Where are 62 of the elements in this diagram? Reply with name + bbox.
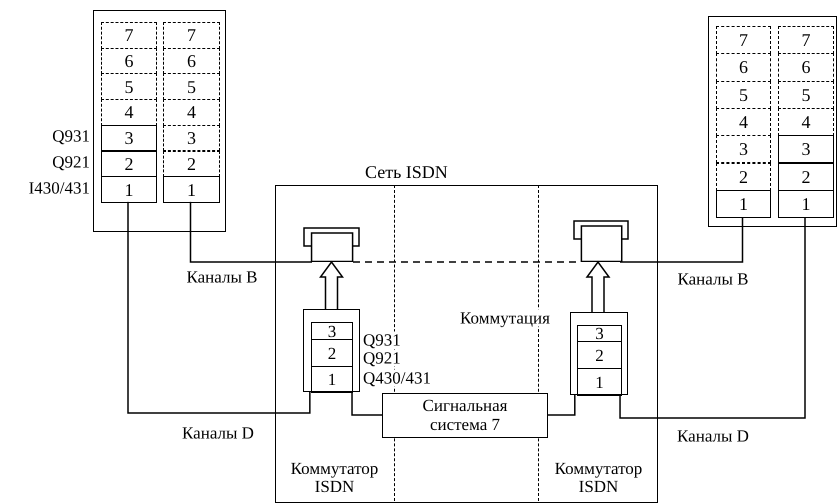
connector-line (190, 202, 312, 263)
layer-cell: 2 (716, 162, 771, 191)
layer-cell: 4 (101, 99, 157, 126)
protocol-label: Q430/431 (363, 370, 431, 386)
process-label: Коммутация (458, 310, 552, 326)
layer-cell: 6 (101, 48, 157, 74)
connector-line (620, 217, 744, 263)
protocol-stack (303, 309, 360, 392)
protocol-label: Q931 (52, 128, 90, 144)
network-title: Сеть ISDN (365, 163, 448, 181)
layer-cell: 2 (311, 339, 353, 367)
layer-cell: 6 (163, 48, 220, 74)
layer-cell: 1 (716, 190, 771, 218)
layer-cell: 3 (163, 124, 220, 152)
layer-cell: 5 (716, 80, 771, 109)
layer-cell: 2 (778, 162, 834, 191)
protocol-label: I430/431 (28, 180, 90, 196)
layer-cell: 6 (716, 53, 771, 82)
connector-line (127, 202, 311, 414)
connector-line (351, 392, 382, 416)
layer-cell: 1 (778, 190, 834, 218)
layer-cell: 1 (101, 176, 157, 203)
layer-cell: 3 (311, 322, 353, 340)
layer-cell: 2 (577, 341, 622, 369)
layer-cell: 6 (778, 53, 834, 82)
layer-cell: 3 (101, 124, 157, 152)
connector-line (353, 261, 578, 263)
connector-line (619, 217, 806, 419)
switch-label: Коммутатор ISDN (290, 460, 380, 497)
layer-cell: 7 (778, 26, 834, 54)
layer-cell: 5 (163, 73, 220, 100)
protocol-label: Q921 (52, 154, 90, 170)
connector-line (548, 395, 576, 416)
edge-label: Каналы B (184, 268, 260, 286)
protocol-label: Q921 (363, 350, 401, 366)
layer-cell: 1 (163, 176, 220, 203)
protocol-stack (570, 312, 628, 395)
terminal-frame (708, 16, 837, 227)
hollow-arrow (319, 260, 344, 310)
hollow-arrow (586, 260, 610, 313)
terminal-frame (93, 10, 226, 232)
layer-cell: 1 (311, 366, 353, 393)
protocol-label: Q931 (363, 332, 401, 348)
layer-cell: 5 (778, 80, 834, 109)
layer-cell: 7 (101, 22, 157, 49)
signalling-box: Сигнальная система 7 (382, 393, 548, 438)
edge-label: Каналы B (676, 270, 750, 288)
layer-cell: 7 (716, 26, 771, 54)
layer-cell: 3 (716, 135, 771, 164)
layer-cell: 1 (577, 368, 622, 396)
layer-cell: 4 (778, 108, 834, 136)
layer-cell: 2 (163, 150, 220, 178)
switch-label: Коммутатор ISDN (554, 460, 644, 497)
layer-cell: 5 (101, 73, 157, 100)
layer-cell: 3 (577, 325, 622, 342)
layer-cell: 7 (163, 22, 220, 49)
edge-label: Каналы D (675, 428, 751, 444)
edge-label: Каналы D (180, 424, 256, 442)
layer-cell: 3 (778, 135, 834, 164)
layer-cell: 4 (716, 108, 771, 136)
layer-cell: 2 (101, 150, 157, 178)
layer-cell: 4 (163, 99, 220, 126)
